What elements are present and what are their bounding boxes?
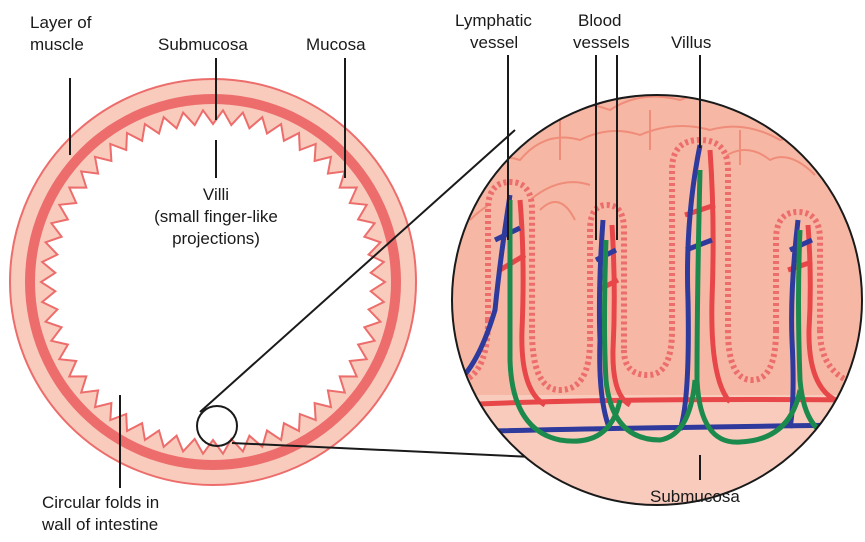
label-villi-1: Villi <box>203 185 229 204</box>
label-villi-3: projections) <box>172 229 260 248</box>
label-circular-folds-1: Circular folds in <box>42 493 159 512</box>
label-lymphatic-vessel-2: vessel <box>470 33 518 52</box>
label-villi-2: (small finger-like <box>154 207 278 226</box>
label-blood-vessels-1: Blood <box>578 11 621 30</box>
label-mucosa: Mucosa <box>306 35 366 54</box>
label-blood-vessels-2: vessels <box>573 33 630 52</box>
label-villus: Villus <box>671 33 711 52</box>
label-layer-of-muscle-1: Layer of <box>30 13 92 32</box>
label-circular-folds-2: wall of intestine <box>41 515 158 534</box>
label-submucosa-bottom: Submucosa <box>650 487 740 506</box>
label-lymphatic-vessel-1: Lymphatic <box>455 11 532 30</box>
label-submucosa-top: Submucosa <box>158 35 248 54</box>
magnified-villi <box>450 69 865 515</box>
label-layer-of-muscle-2: muscle <box>30 35 84 54</box>
